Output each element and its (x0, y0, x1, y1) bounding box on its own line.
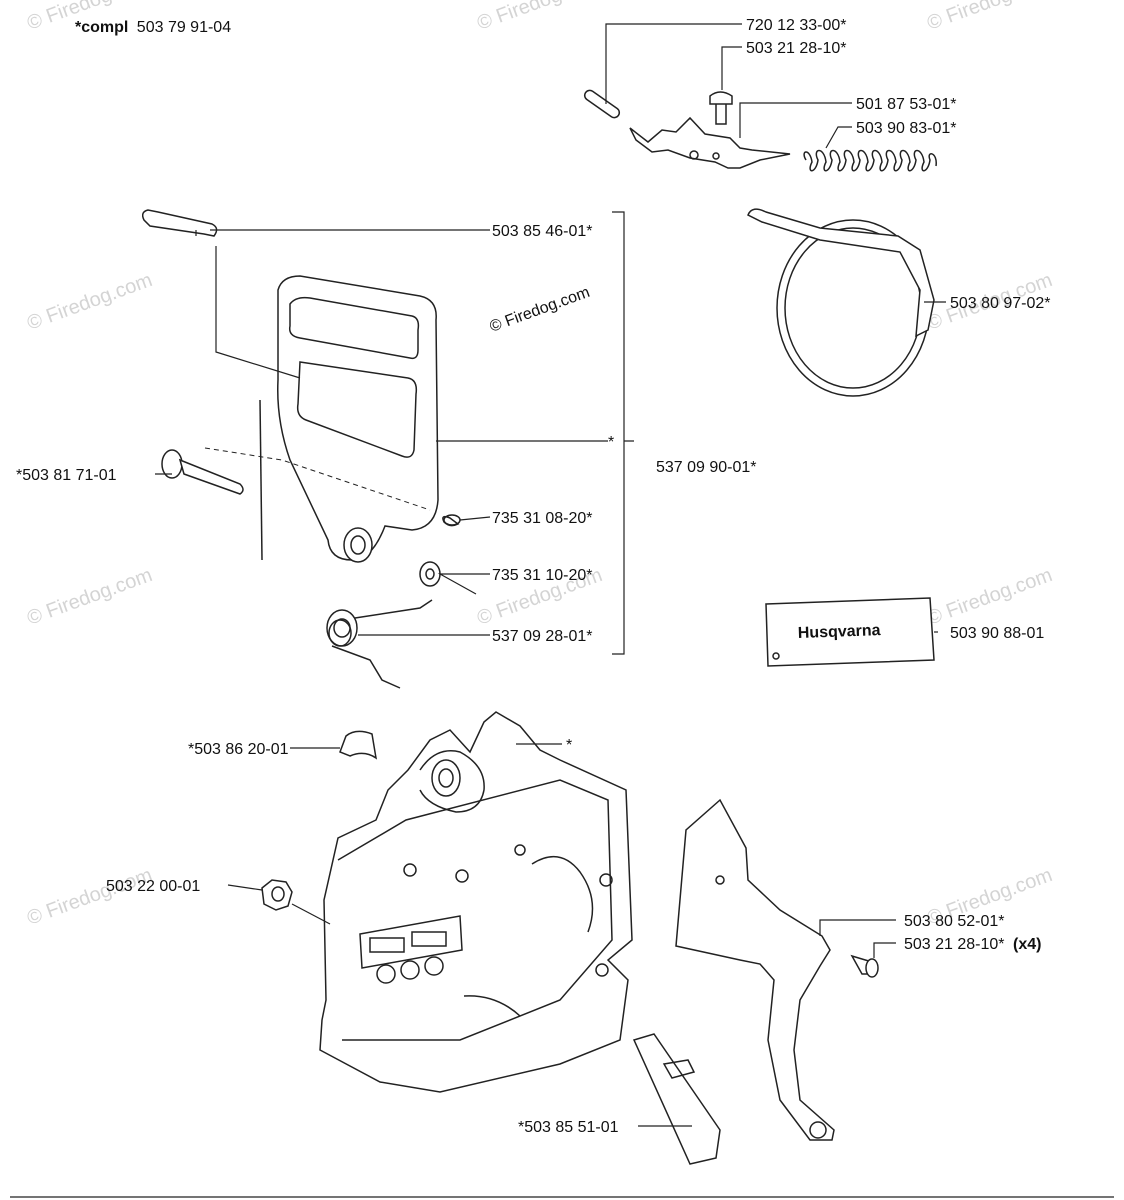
torsion-spring-part (326, 599, 433, 689)
watermark: © Firedog.com (24, 269, 155, 335)
part-label-735-31-08-20: 735 31 08-20* (492, 510, 593, 527)
brand-plate-part: Husqvarna (765, 597, 935, 667)
part-label-735-31-10-20: 735 31 10-20* (492, 567, 593, 584)
lever-hole (712, 152, 720, 160)
cover-plate-part (632, 1033, 721, 1165)
watermark: © Firedog.com (24, 564, 155, 630)
bushing-part (343, 527, 373, 563)
screw-part (709, 91, 733, 125)
brand-plate-text: Husqvarna (798, 622, 881, 642)
part-label-720-12-33-00: 720 12 33-00* (746, 17, 847, 34)
plate-hole (772, 652, 780, 660)
watermark: © Firedog.com (24, 864, 155, 930)
part-label-503-90-88-01: 503 90 88-01 (950, 625, 1044, 642)
leader-line (215, 246, 301, 379)
compl-prefix: *compl (75, 19, 128, 36)
screw-part (850, 954, 879, 978)
part-label-503-86-20-01: *503 86 20-01 (188, 741, 289, 758)
part-label-503-90-83-01: 503 90 83-01* (856, 120, 957, 137)
part-number: 503 21 28-10* (904, 936, 1005, 953)
part-label-503-21-28-10-x4: 503 21 28-10* (x4) (904, 936, 1041, 953)
chain-brake-handle-part (259, 275, 439, 563)
pin-part (583, 89, 621, 119)
leader-lines (155, 23, 946, 1127)
retaining-ring-part (442, 514, 461, 527)
part-label-503-85-46-01: 503 85 46-01* (492, 223, 593, 240)
part-label-501-87-53-01: 501 87 53-01* (856, 96, 957, 113)
lever-hole (689, 150, 699, 160)
clutch-cover-part (319, 711, 633, 1093)
chain-guard-part (675, 798, 835, 1141)
brake-lever-part (629, 116, 791, 169)
part-label-503-22-00-01: 503 22 00-01 (106, 878, 200, 895)
part-label-handle-star: * (608, 434, 614, 451)
brake-lever-assembly (583, 89, 937, 172)
watermark: © Firedog.com (924, 564, 1055, 630)
copyright-text: © Firedog.com (488, 284, 593, 336)
brake-band-part (747, 208, 935, 397)
part-label-cover-star: * (566, 737, 572, 754)
compl-number: 503 79 91-04 (137, 19, 231, 36)
handle-pin-part (141, 209, 218, 237)
part-label-503-80-52-01: 503 80 52-01* (904, 913, 1005, 930)
retaining-ring-part (419, 561, 441, 587)
part-label-537-09-28-01: 537 09 28-01* (492, 628, 593, 645)
part-label-503-85-51-01: *503 85 51-01 (518, 1119, 619, 1136)
part-label-503-80-97-02: 503 80 97-02* (950, 295, 1051, 312)
part-label-503-21-28-10: 503 21 28-10* (746, 40, 847, 57)
assembly-bracket (612, 211, 634, 655)
watermark: © Firedog.com (924, 0, 1055, 35)
part-label-537-09-90-01: 537 09 90-01* (656, 459, 757, 476)
assembly-dashed-line (204, 447, 431, 511)
spring-part (803, 149, 937, 172)
compl-kit-label: *compl 503 79 91-04 (75, 19, 231, 36)
watermark: © Firedog.com (474, 0, 605, 35)
pivot-bolt-part (161, 449, 244, 495)
flange-nut-part (261, 879, 293, 911)
clip-part (339, 730, 378, 760)
part-label-503-81-71-01: *503 81 71-01 (16, 467, 117, 484)
part-quantity: (x4) (1013, 936, 1041, 953)
